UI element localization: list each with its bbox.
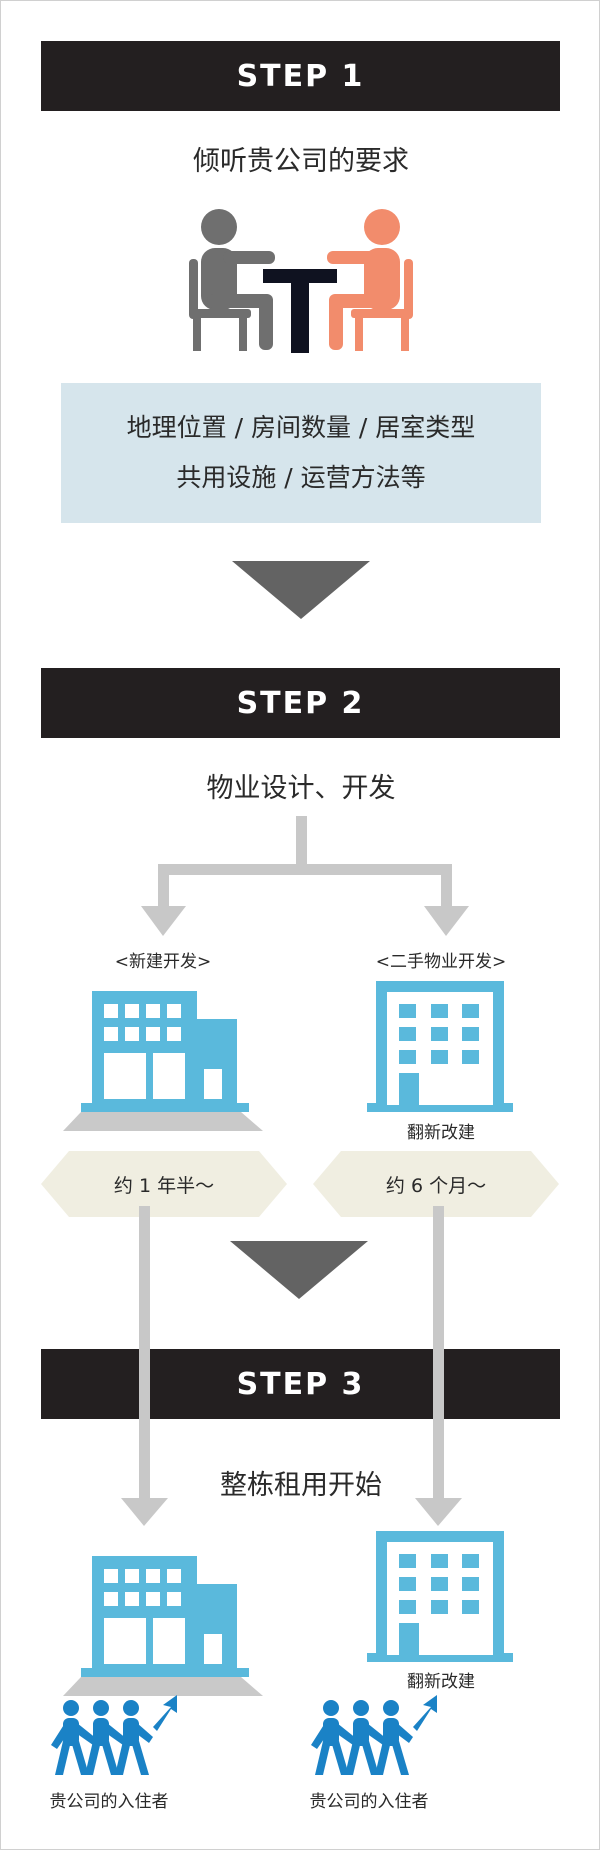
branch-used-caption: 翻新改建 [407,1123,475,1143]
new-building-icon-step3 [63,1556,263,1696]
down-arrow-1 [232,561,370,619]
requirements-line-2: 共用设施 / 运营方法等 [176,463,426,492]
step3-bar: STEP 3 [41,1349,560,1419]
renovated-building-icon-step3 [367,1531,513,1662]
consultant-person-icon [189,209,275,351]
requirements-line-1: 地理位置 / 房间数量 / 居室类型 [126,413,476,442]
step3-right-tenants: 贵公司的入住者 [309,1792,429,1812]
duration-right-text: 约 6 个月～ [385,1175,487,1197]
step3-label: STEP 3 [236,1366,365,1402]
tenants-people-icon-right [311,1695,437,1775]
requirements-box: 地理位置 / 房间数量 / 居室类型 共用设施 / 运营方法等 [61,383,541,523]
down-arrow-2 [230,1241,368,1299]
step3-heading: 整栋租用开始 [220,1470,382,1501]
step1-label: STEP 1 [236,58,365,94]
step3-right-caption: 翻新改建 [407,1672,475,1692]
table-icon [263,269,337,353]
step2-heading: 物业设计、开发 [206,773,396,804]
branch-new-title: <新建开发> [114,952,212,972]
duration-left-text: 约 1 年半～ [113,1175,215,1197]
step2-bar: STEP 2 [41,668,560,738]
flow-line-right [415,1206,462,1526]
duration-band-right [313,1151,559,1217]
branch-used-title: <二手物业开发> [375,952,507,972]
renovated-building-icon [367,981,513,1112]
step1-heading: 倾听贵公司的要求 [193,146,409,177]
step1-bar: STEP 1 [41,41,560,111]
step2-label: STEP 2 [236,685,365,721]
step3-left-tenants: 贵公司的入住者 [49,1792,169,1812]
branch-connector [141,816,469,936]
flow-line-left [121,1206,168,1526]
tenants-people-icon-left [51,1695,177,1775]
new-building-icon [63,991,263,1131]
duration-band-left [41,1151,287,1217]
client-person-icon [327,209,413,351]
